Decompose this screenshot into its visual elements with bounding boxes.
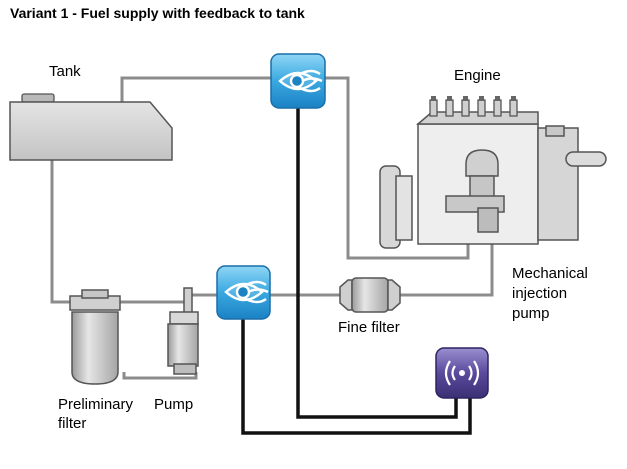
mechanical-injection-pump-label-line2: injection (512, 285, 568, 302)
injector-tops (431, 96, 516, 101)
supply-line-finefilter-to-injection (400, 230, 494, 297)
preliminary-filter-label-line2: filter (58, 415, 87, 432)
mechanical-injection-pump-label-line3: pump (512, 305, 550, 322)
page-title: Variant 1 - Fuel supply with feedback to… (10, 5, 305, 21)
pump (167, 287, 199, 375)
wireless-module (435, 347, 489, 399)
eye-flow-sensor-icon (278, 69, 323, 93)
tank-label: Tank (49, 63, 81, 80)
cable-upper-sensor (296, 108, 458, 419)
mechanical-injection-pump-label-line1: Mechanical (512, 265, 588, 282)
pump-label: Pump (154, 396, 194, 413)
preliminary-filter-label-line1: Preliminary (58, 396, 134, 413)
fine-filter-label: Fine filter (338, 319, 400, 336)
return-line-tank-to-sensor (120, 76, 272, 104)
flow-sensor-lower (216, 265, 271, 320)
signal-cables (241, 108, 472, 435)
supply-line-prefilter-to-pump (120, 300, 190, 312)
flow-sensor-upper (270, 53, 326, 109)
engine-label: Engine (454, 67, 501, 84)
preliminary-filter (69, 289, 121, 385)
pump-base-line (122, 372, 198, 380)
supply-line-tank-to-prefilter (50, 158, 70, 304)
cable-lower-sensor (241, 319, 472, 435)
injector-nozzles (429, 99, 518, 117)
tank (9, 93, 173, 161)
injection-pump (445, 149, 505, 233)
engine (379, 96, 607, 249)
fine-filter (339, 277, 401, 313)
wireless-signal-icon (444, 360, 480, 386)
eye-flow-sensor-icon (224, 280, 269, 304)
